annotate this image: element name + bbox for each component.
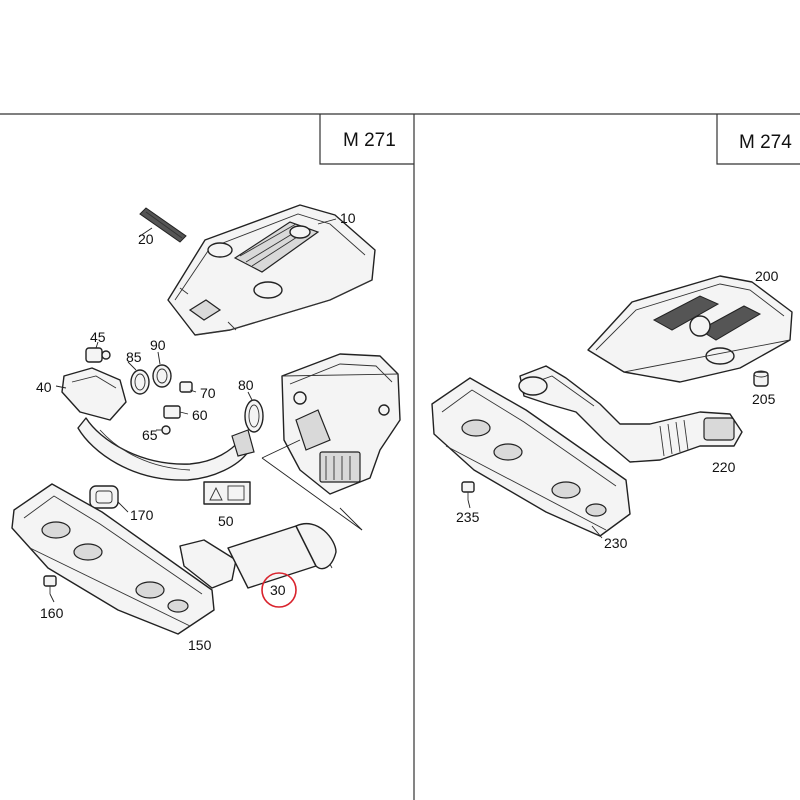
- part-170-bracket: [89, 485, 119, 509]
- label-150: 150: [188, 637, 212, 653]
- part-220-intake-duct: [518, 365, 743, 463]
- label-170: 170: [130, 507, 154, 523]
- part-85-ring: [130, 369, 150, 395]
- part-205-grommet: [753, 370, 769, 387]
- label-200: 200: [755, 268, 779, 284]
- part-150-cowl-tray: [11, 483, 215, 635]
- label-85: 85: [126, 349, 142, 365]
- part-65-screw: [161, 425, 171, 435]
- part-30-intake-duct: [179, 523, 337, 589]
- section-title-right: M 274: [739, 132, 792, 153]
- label-40: 40: [36, 379, 52, 395]
- part-numbers: 10 20 30 40 45 50 60 65 70 80 85 90 150 …: [36, 210, 779, 653]
- part-80-seal: [244, 399, 264, 433]
- label-80: 80: [238, 377, 254, 393]
- label-235: 235: [456, 509, 480, 525]
- label-10: 10: [340, 210, 356, 226]
- part-70-clip: [179, 381, 193, 393]
- leader-lines: [49, 218, 337, 603]
- part-10-engine-cover: [167, 204, 376, 336]
- part-200-engine-cover: [587, 275, 793, 383]
- callout-lines: [261, 439, 363, 531]
- label-205: 205: [752, 391, 776, 407]
- label-30: 30: [270, 582, 286, 598]
- part-50-warning-label: [203, 481, 251, 505]
- label-230: 230: [604, 535, 628, 551]
- part-90-ring: [152, 364, 172, 388]
- highlight-circle-30: [261, 572, 297, 608]
- label-60: 60: [192, 407, 208, 423]
- intake-pipe: [77, 417, 255, 481]
- section-frames: [0, 113, 800, 800]
- label-50: 50: [218, 513, 234, 529]
- part-60-clip: [163, 405, 181, 419]
- air-filter-housing: [281, 353, 401, 495]
- label-220: 220: [712, 459, 736, 475]
- part-160-clip: [43, 575, 57, 594]
- part-45-valve: [85, 347, 111, 363]
- label-70: 70: [200, 385, 216, 401]
- label-45: 45: [90, 329, 106, 345]
- section-title-left: M 271: [343, 130, 396, 151]
- part-235-clip: [461, 481, 475, 500]
- part-230-cowl-tray: [431, 377, 631, 537]
- part-40-resonator: [61, 367, 127, 421]
- label-20: 20: [138, 231, 154, 247]
- label-65: 65: [142, 427, 158, 443]
- label-90: 90: [150, 337, 166, 353]
- part-20-strip: [139, 207, 187, 243]
- leader-lines-right: [467, 499, 603, 539]
- label-160: 160: [40, 605, 64, 621]
